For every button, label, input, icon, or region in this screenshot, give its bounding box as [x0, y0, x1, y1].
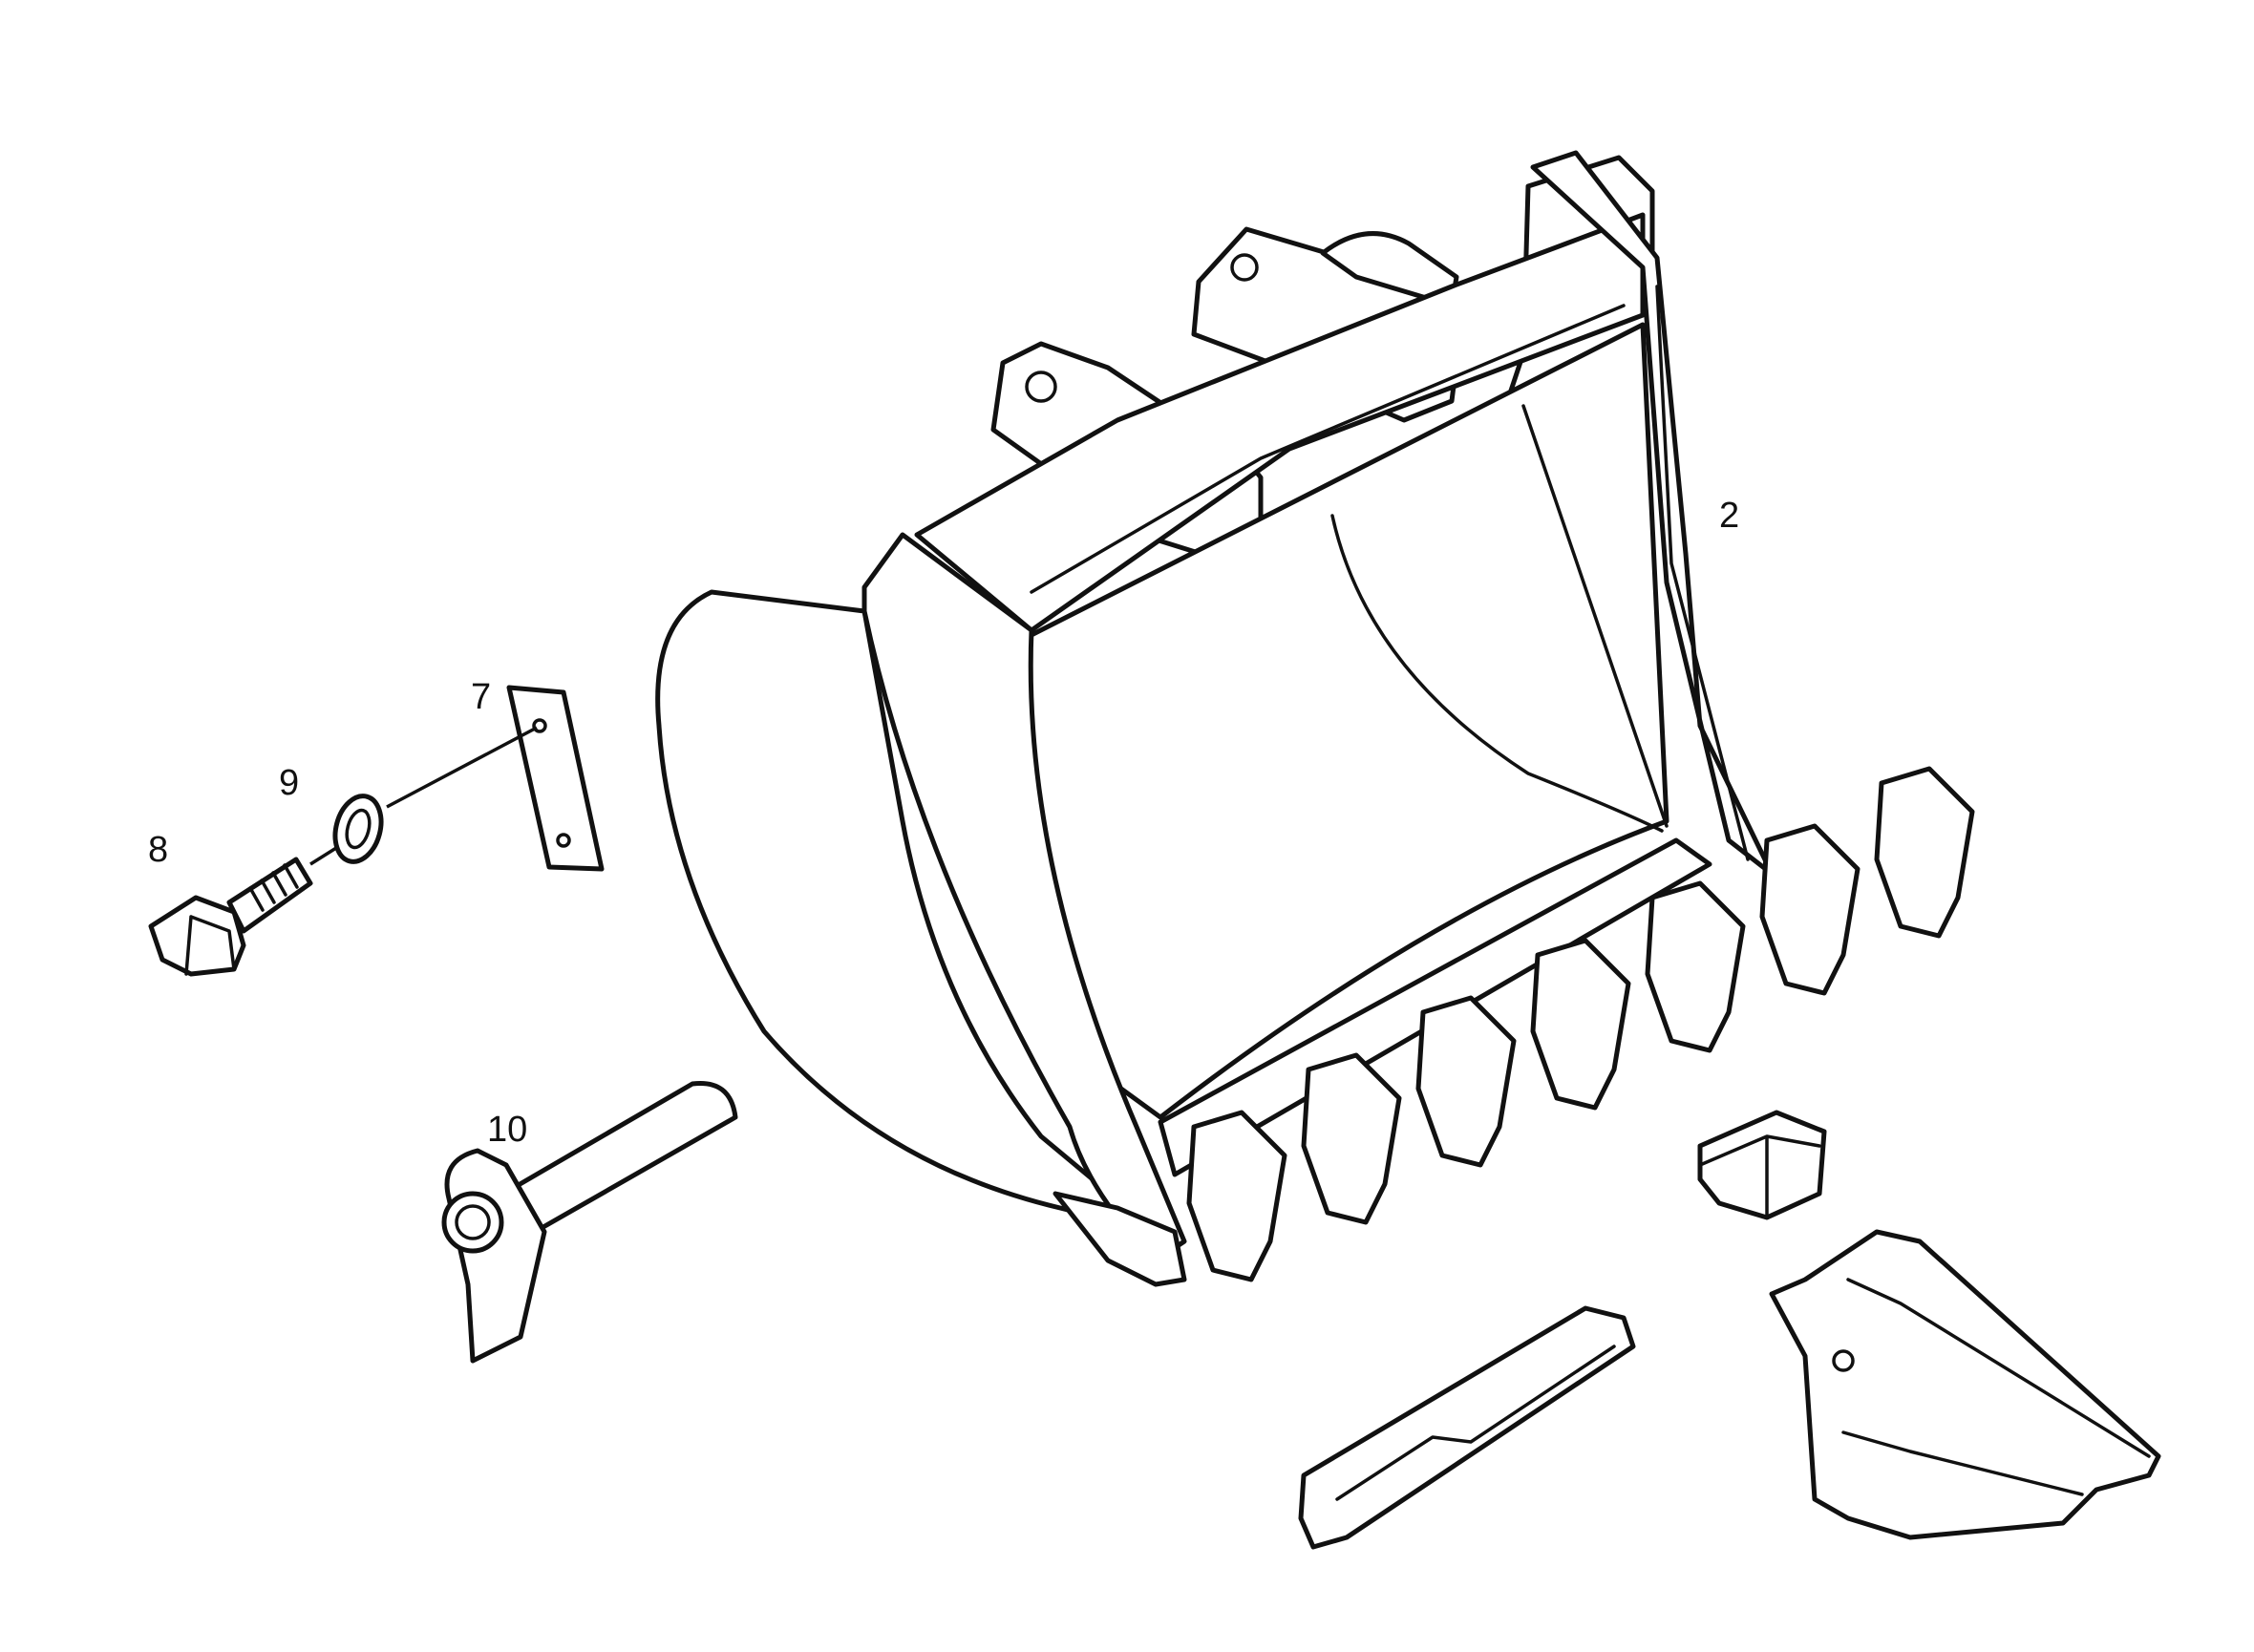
leader-washer-to-plate — [386, 726, 538, 809]
wear-strip — [1298, 1305, 1636, 1550]
tooth-point — [1769, 1229, 2161, 1540]
tooth-point-ridge — [1846, 1278, 2151, 1458]
locking-plate — [506, 685, 605, 872]
bucket-side-shell — [655, 589, 1159, 1235]
rear-lug-hole-left — [1230, 253, 1259, 282]
wear-strip-top-edge — [1335, 1345, 1616, 1501]
tooth-adapter — [1759, 823, 1861, 996]
right-plate-edge — [1655, 285, 1750, 861]
bucket-rear-tube — [1320, 231, 1459, 308]
tooth-point-pin-hole — [1832, 1349, 1855, 1372]
bucket-assembly — [655, 150, 1975, 1287]
bucket-left-foot — [1053, 1191, 1187, 1287]
bucket-teeth — [1186, 766, 1975, 1282]
pivot-pin-nut-inner — [455, 1204, 491, 1240]
callout-2: 2 — [1719, 496, 1739, 536]
wedge-block-face — [1698, 1134, 1821, 1219]
washer-ring — [332, 794, 384, 864]
tooth-point-ridge-2 — [1841, 1430, 2084, 1496]
bucket-inner-seam — [1521, 404, 1669, 828]
bolt-head-edges — [184, 915, 236, 976]
tooth-adapter — [1645, 880, 1746, 1053]
bolt-threads — [248, 863, 299, 912]
callout-10: 10 — [487, 1110, 527, 1150]
pivot-pin — [441, 1080, 738, 1364]
tooth-adapter — [1186, 1110, 1287, 1282]
front-lug-hole-left — [1025, 371, 1057, 403]
pivot-pin-shaft — [484, 1080, 738, 1235]
locking-plate-hole-bottom — [556, 833, 571, 848]
locking-plate-hole-top — [532, 718, 547, 733]
tooth-adapter — [1530, 938, 1631, 1111]
leader-bolt-to-washer — [309, 846, 337, 866]
locking-plate-body — [506, 685, 605, 872]
bucket-top-beam — [914, 212, 1646, 633]
callout-9: 9 — [279, 763, 299, 803]
bolt-head — [148, 895, 246, 977]
wedge-block — [1697, 1110, 1827, 1220]
bolt — [148, 857, 313, 977]
top-beam-edge — [1030, 304, 1626, 594]
pivot-pin-nut — [441, 1191, 504, 1254]
washer-hole — [345, 808, 372, 850]
tooth-adapter — [1415, 995, 1517, 1168]
bucket-inner-curve — [1330, 514, 1664, 833]
callout-7: 7 — [471, 677, 491, 717]
callout-8: 8 — [148, 830, 168, 870]
tooth-adapter — [1301, 1052, 1402, 1225]
washer — [332, 794, 384, 864]
tooth-adapter — [1874, 766, 1975, 939]
